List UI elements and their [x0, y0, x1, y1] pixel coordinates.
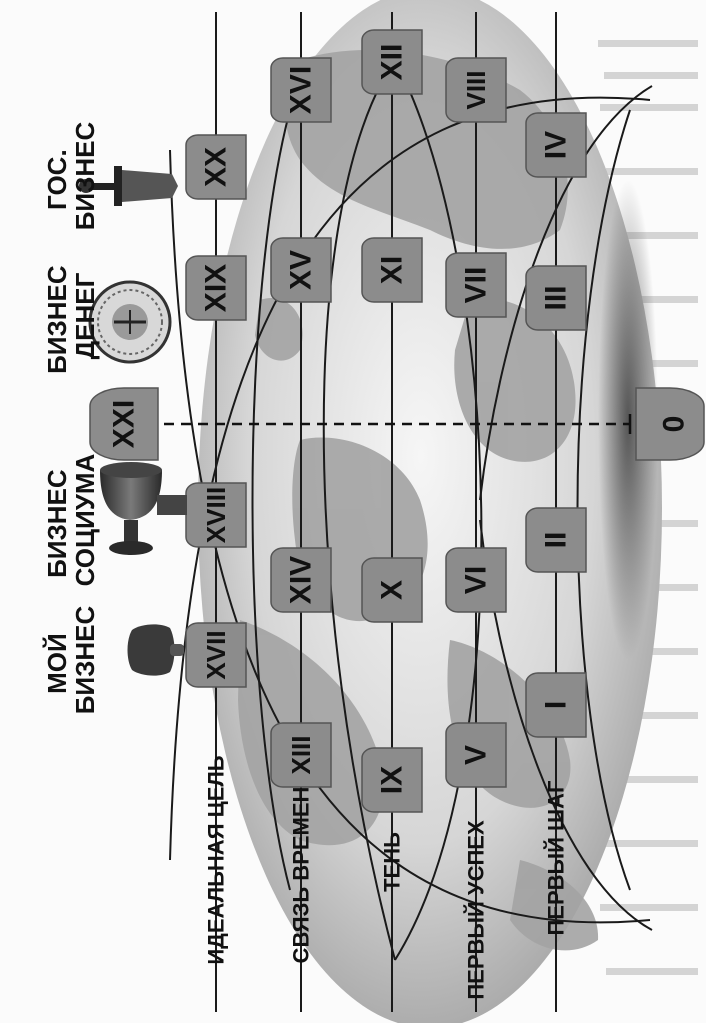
level-label-first: ПЕРВЫЙ ШАГ [544, 780, 569, 936]
coin-icon [90, 282, 170, 362]
arcana-numeral: XII [376, 44, 409, 81]
arcana-badge: III [526, 266, 586, 330]
arcana-numeral: XV [285, 250, 318, 290]
arcana-numeral: VII [460, 267, 493, 304]
level-label-time: СВЯЗЬ ВРЕМЕН [289, 787, 314, 964]
arcana-numeral: XXI [108, 400, 141, 448]
business-label-line: БИЗНЕС [42, 469, 72, 578]
arcana-numeral: 0 [658, 416, 691, 433]
business-label-line: БИЗНЕС [70, 122, 100, 231]
arcana-badge: XVII [186, 623, 246, 687]
arcana-badge: IX [362, 748, 422, 812]
arcana-badge: XVI [271, 58, 331, 122]
arcana-numeral: XVI [285, 66, 318, 114]
arcana-badge: II [526, 508, 586, 572]
arcana-numeral: XVIII [201, 487, 231, 543]
arcana-numeral: IX [376, 766, 409, 794]
arcana-badge: XIX [186, 256, 246, 320]
business-label-line: БИЗНЕС [42, 265, 72, 374]
arcana-badge: X [362, 558, 422, 622]
arcana-badge: XV [271, 238, 331, 302]
arcana-numeral: XVII [201, 630, 231, 679]
arcana-numeral: VI [460, 566, 493, 594]
business-label-society: БИЗНЕС СОЦИУМА [42, 453, 100, 586]
arcana-numeral: XI [376, 256, 409, 284]
arcana-numeral: VIII [461, 70, 491, 109]
cup-icon [100, 462, 187, 555]
arcana-numeral: XIII [286, 735, 316, 774]
arcana-numeral: XX [200, 147, 233, 187]
arcana-numeral: II [540, 532, 573, 549]
arcana-badge: XIII [271, 723, 331, 787]
arcana-numeral: V [460, 745, 493, 765]
level-label-success: ПЕРВЫЙ УСПЕХ [464, 820, 489, 1000]
arcana-badge: VIII [446, 58, 506, 122]
arcana-badge: XII [362, 30, 422, 94]
business-label-gov: ГОС. БИЗНЕС [42, 122, 100, 231]
badge-top: XXI [90, 388, 158, 460]
business-label-money: БИЗНЕС ДЕНЕГ [42, 258, 100, 374]
business-label-line: СОЦИУМА [70, 453, 100, 586]
arcana-numeral: XIV [285, 556, 318, 604]
arcana-badge: VII [446, 253, 506, 317]
arcana-badge: I [526, 673, 586, 737]
arcana-badge: XIV [271, 548, 331, 612]
business-label-line: МОЙ [42, 633, 72, 694]
arcana-badge: XVIII [186, 483, 246, 547]
arcana-badge: VI [446, 548, 506, 612]
arcana-numeral: I [540, 701, 573, 709]
arcana-numeral: III [540, 285, 573, 310]
arcana-badge: V [446, 723, 506, 787]
arcana-numeral: X [376, 580, 409, 600]
wand-icon [128, 624, 185, 675]
level-label-ideal: ИДЕАЛЬНАЯ ЦЕЛЬ [204, 755, 229, 964]
business-label-line: ГОС. [42, 149, 72, 210]
arcana-badge: XI [362, 238, 422, 302]
arcana-badge: IV [526, 113, 586, 177]
business-label-my: МОЙ БИЗНЕС [42, 606, 100, 715]
arcana-numeral: XIX [200, 264, 233, 312]
badge-bottom: 0 [636, 388, 704, 460]
business-label-line: БИЗНЕС [70, 606, 100, 715]
arcana-badge: XX [186, 135, 246, 199]
globe [198, 0, 662, 1023]
business-label-line: ДЕНЕГ [70, 272, 100, 359]
arcana-numeral: IV [540, 131, 573, 159]
level-label-shadow: ТЕНЬ [380, 832, 405, 892]
